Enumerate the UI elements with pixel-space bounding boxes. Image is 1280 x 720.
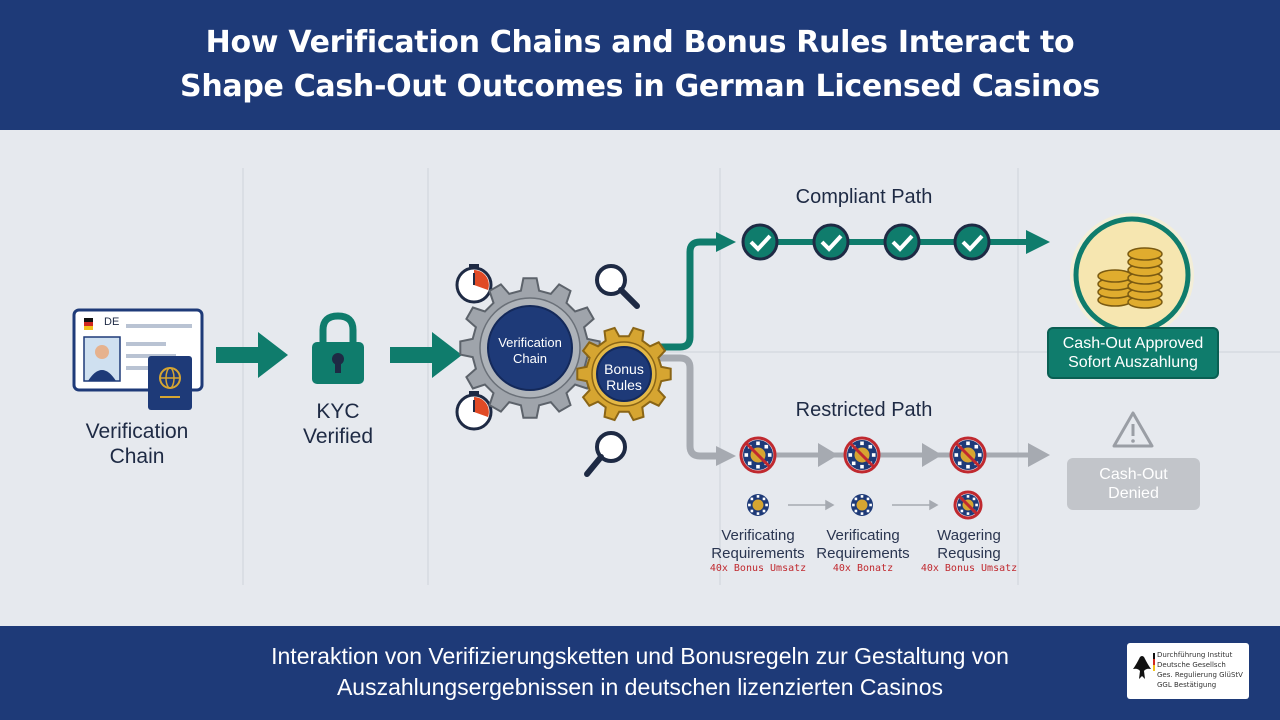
magnifier-icon-top xyxy=(595,264,640,309)
magnifier-icon-bottom xyxy=(584,431,627,477)
footer-caption: Interaktion von Verifizierungsketten und… xyxy=(271,643,1009,700)
compliant-branch-line xyxy=(660,238,718,351)
stopwatch-icon-bottom xyxy=(455,391,493,431)
gear-label-bonus: Bonus Rules xyxy=(604,361,644,393)
title-line-2: Shape Cash-Out Outcomes in German Licens… xyxy=(180,69,1100,104)
stopwatch-icon-top xyxy=(455,264,493,304)
requirement-2: Verificating Requirements 40x Bonatz xyxy=(816,527,910,574)
gear-label-verification: Verification Chain xyxy=(498,335,562,366)
header-banner: How Verification Chains and Bonus Rules … xyxy=(0,0,1280,130)
requirement-chip-icon-3 xyxy=(953,490,983,520)
bonus-rules-gear xyxy=(576,326,672,422)
cash-out-approved-box: Cash-Out Approved Sofort Auszahlung xyxy=(1047,327,1219,379)
check-icon-4 xyxy=(953,223,991,261)
requirement-chip-icon-2 xyxy=(851,494,873,516)
restricted-branch-line xyxy=(660,354,718,460)
restricted-path-title: Restricted Path xyxy=(795,399,933,421)
requirement-chip-icon-1 xyxy=(747,494,769,516)
regulator-seal: Durchführung Institut Deutsche Gesellsch… xyxy=(1127,643,1249,699)
cash-out-denied-box: Cash-Out Denied xyxy=(1067,458,1200,510)
title-line-1: How Verification Chains and Bonus Rules … xyxy=(205,25,1075,60)
compliant-chain xyxy=(741,223,1050,261)
requirement-1: Verificating Requirements 40x Bonus Umsa… xyxy=(709,527,807,574)
check-icon-2 xyxy=(812,223,850,261)
coins-icon xyxy=(1070,213,1194,337)
requirement-3: Wagering Requsing 40x Bonus Umsatz xyxy=(920,527,1018,574)
verification-chain-label: Verification Chain xyxy=(85,420,189,468)
compliant-path-title: Compliant Path xyxy=(795,186,933,208)
footer-banner: Interaktion von Verifizierungsketten und… xyxy=(0,626,1280,720)
check-icon-1 xyxy=(741,223,779,261)
blocked-chip-icon-2 xyxy=(843,436,881,474)
warning-icon xyxy=(1112,411,1154,448)
blocked-chip-icon-1 xyxy=(739,436,777,474)
padlock-icon xyxy=(312,312,364,384)
eagle-icon xyxy=(1133,656,1151,679)
arrow-to-kyc xyxy=(216,332,288,378)
id-card-country-code: DE xyxy=(104,316,120,328)
blocked-chip-icon-3 xyxy=(949,436,987,474)
verification-chain-gear xyxy=(459,277,601,419)
restricted-chain xyxy=(739,436,1050,520)
passport-icon xyxy=(148,356,192,410)
check-icon-3 xyxy=(883,223,921,261)
arrow-to-gears xyxy=(390,332,462,378)
kyc-verified-label: KYC Verified xyxy=(302,400,374,448)
